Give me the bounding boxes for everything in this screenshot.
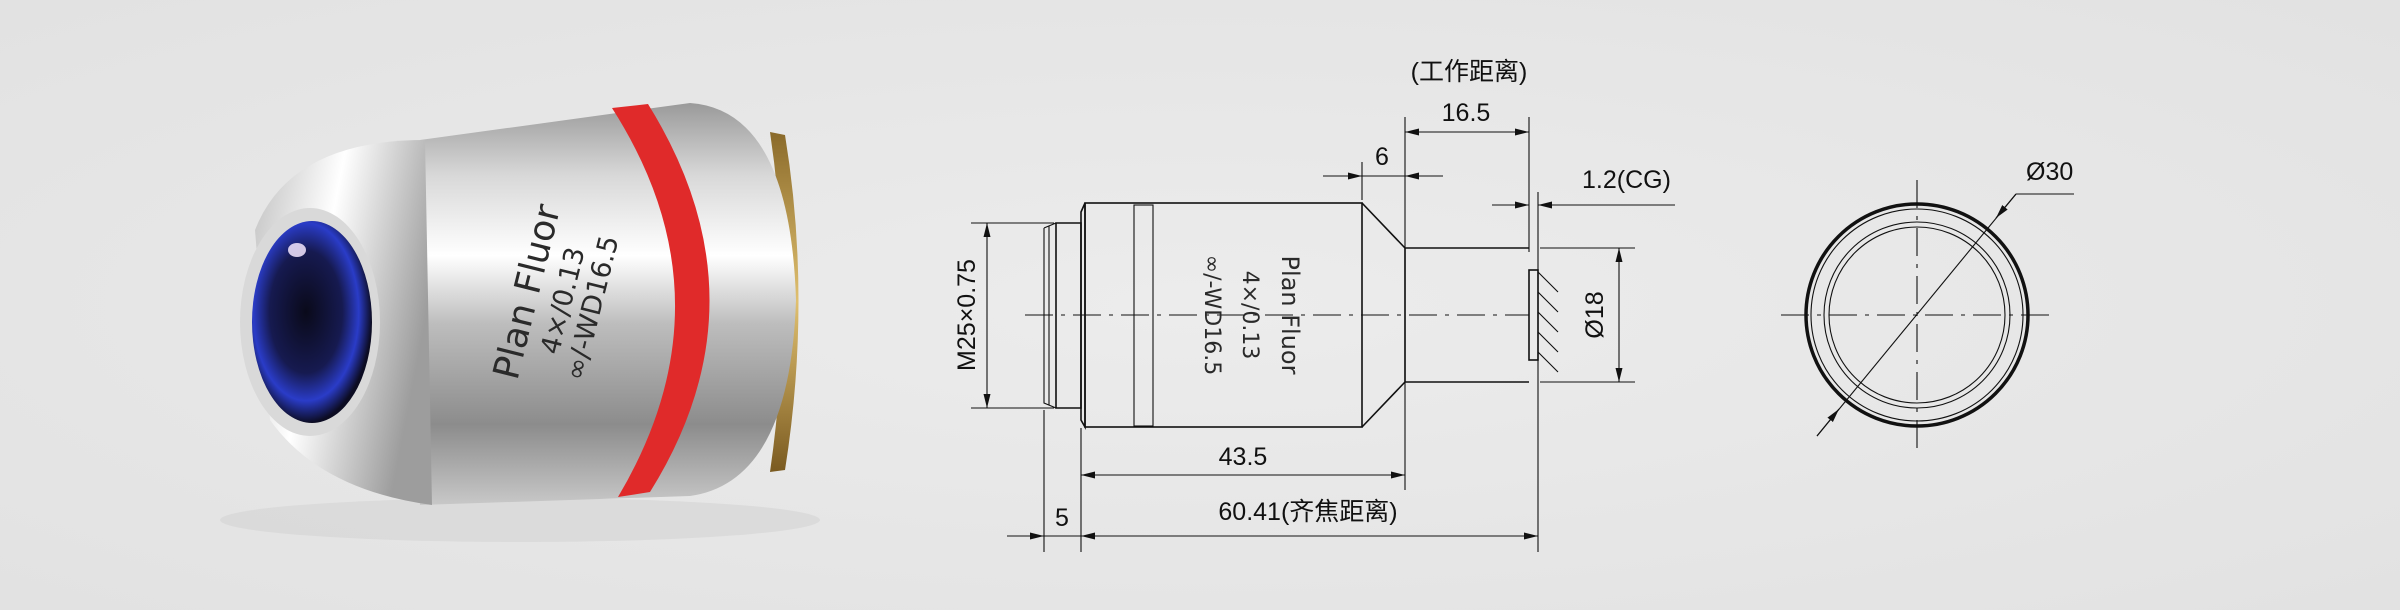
front-lens-glass: [252, 221, 372, 423]
shadow: [220, 498, 820, 542]
drawing-engraving-line3: ∞/-WD16.5: [1199, 255, 1224, 375]
cover-glass-hatch: [1537, 271, 1559, 373]
drawing-engraving-line1: Plan Fluor: [1276, 256, 1304, 375]
parfocal-value: 60.41(齐焦距离): [1218, 498, 1397, 526]
tip-diameter-value: Ø18: [1581, 291, 1609, 338]
body-length-value: 43.5: [1219, 443, 1268, 471]
working-distance-label: (工作距离): [1411, 58, 1528, 86]
drawing-engraving: Plan Fluor 4×/0.13 ∞/-WD16.5: [1199, 255, 1304, 375]
thread-value: M25×0.75: [953, 259, 981, 371]
drawing-engraving-line2: 4×/0.13: [1237, 271, 1262, 360]
product-photo: Plan Fluor 4×/0.13 ∞/-WD16.5: [220, 103, 820, 542]
working-distance-value: 16.5: [1442, 99, 1491, 127]
red-magnification-band: [612, 104, 710, 497]
outer-diameter-value: Ø30: [2026, 158, 2073, 186]
cover-glass-value: 1.2(CG): [1582, 166, 1671, 194]
extension-lines: [971, 117, 1635, 552]
side-view-drawing: Plan Fluor 4×/0.13 ∞/-WD16.5 (工作距离) 16.5…: [953, 58, 1675, 552]
thread-length-value: 5: [1055, 504, 1069, 532]
lens-barrel: [420, 103, 796, 505]
cone-length-value: 6: [1375, 143, 1389, 171]
front-view-drawing: Ø30: [1781, 158, 2074, 450]
diameter-leader: [1816, 193, 2017, 437]
lens-highlight: [288, 243, 306, 257]
